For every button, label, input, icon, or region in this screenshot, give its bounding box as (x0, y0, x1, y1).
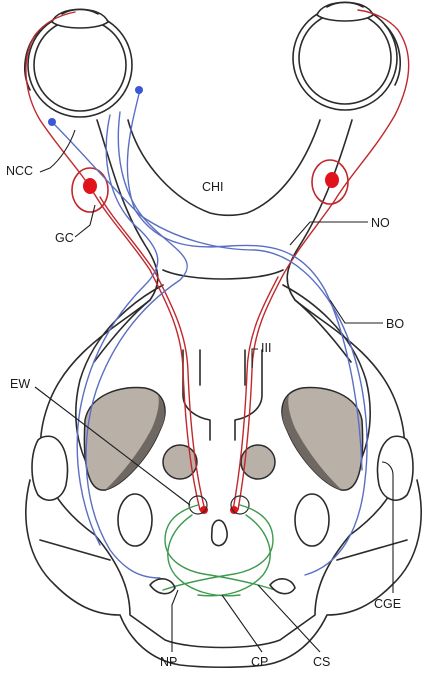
cerebral-peduncle-right (294, 493, 330, 547)
left-eye (24, 8, 133, 118)
retina-marker-left-outer (48, 118, 56, 126)
lateral-geniculate-left (31, 435, 69, 501)
ciliary-ganglion-right (311, 159, 349, 205)
retinal-afferent-pathway (51, 89, 368, 579)
label-no: NO (371, 216, 390, 230)
nucleus-circle-right (240, 444, 276, 480)
label-chi: CHI (202, 180, 224, 194)
brainstem-outline (25, 479, 422, 669)
pretectal-pathway (162, 504, 276, 597)
right-eye (292, 1, 401, 111)
cerebral-peduncle-left (117, 493, 153, 547)
pretectal-nucleus-right (269, 578, 296, 595)
leader-lines (34, 129, 394, 653)
label-ncc: NCC (6, 164, 33, 178)
label-bo: BO (386, 317, 404, 331)
red-nucleus-right-shade (282, 395, 342, 490)
label-cge: CGE (374, 597, 401, 611)
retina-marker-left-inner (135, 86, 143, 94)
nucleus-circle-left (162, 444, 198, 480)
label-cs: CS (313, 655, 330, 669)
label-cp: CP (251, 655, 268, 669)
label-gc: GC (55, 231, 74, 245)
label-np: NP (160, 655, 177, 669)
red-nucleus-left-shade (105, 395, 165, 490)
aqueduct-outline (182, 349, 263, 441)
pretectal-nucleus-left (149, 578, 176, 595)
lateral-geniculate-right (376, 435, 414, 501)
label-iii: III (261, 341, 271, 355)
ew-nucleus-right (230, 495, 250, 515)
ciliary-ganglion-left (71, 167, 109, 213)
ew-nucleus-left (188, 495, 208, 515)
midbrain-outline (39, 299, 406, 649)
label-ew: EW (10, 377, 30, 391)
optic-pathway-outline (93, 119, 353, 363)
aqueduct-lumen (210, 519, 228, 547)
